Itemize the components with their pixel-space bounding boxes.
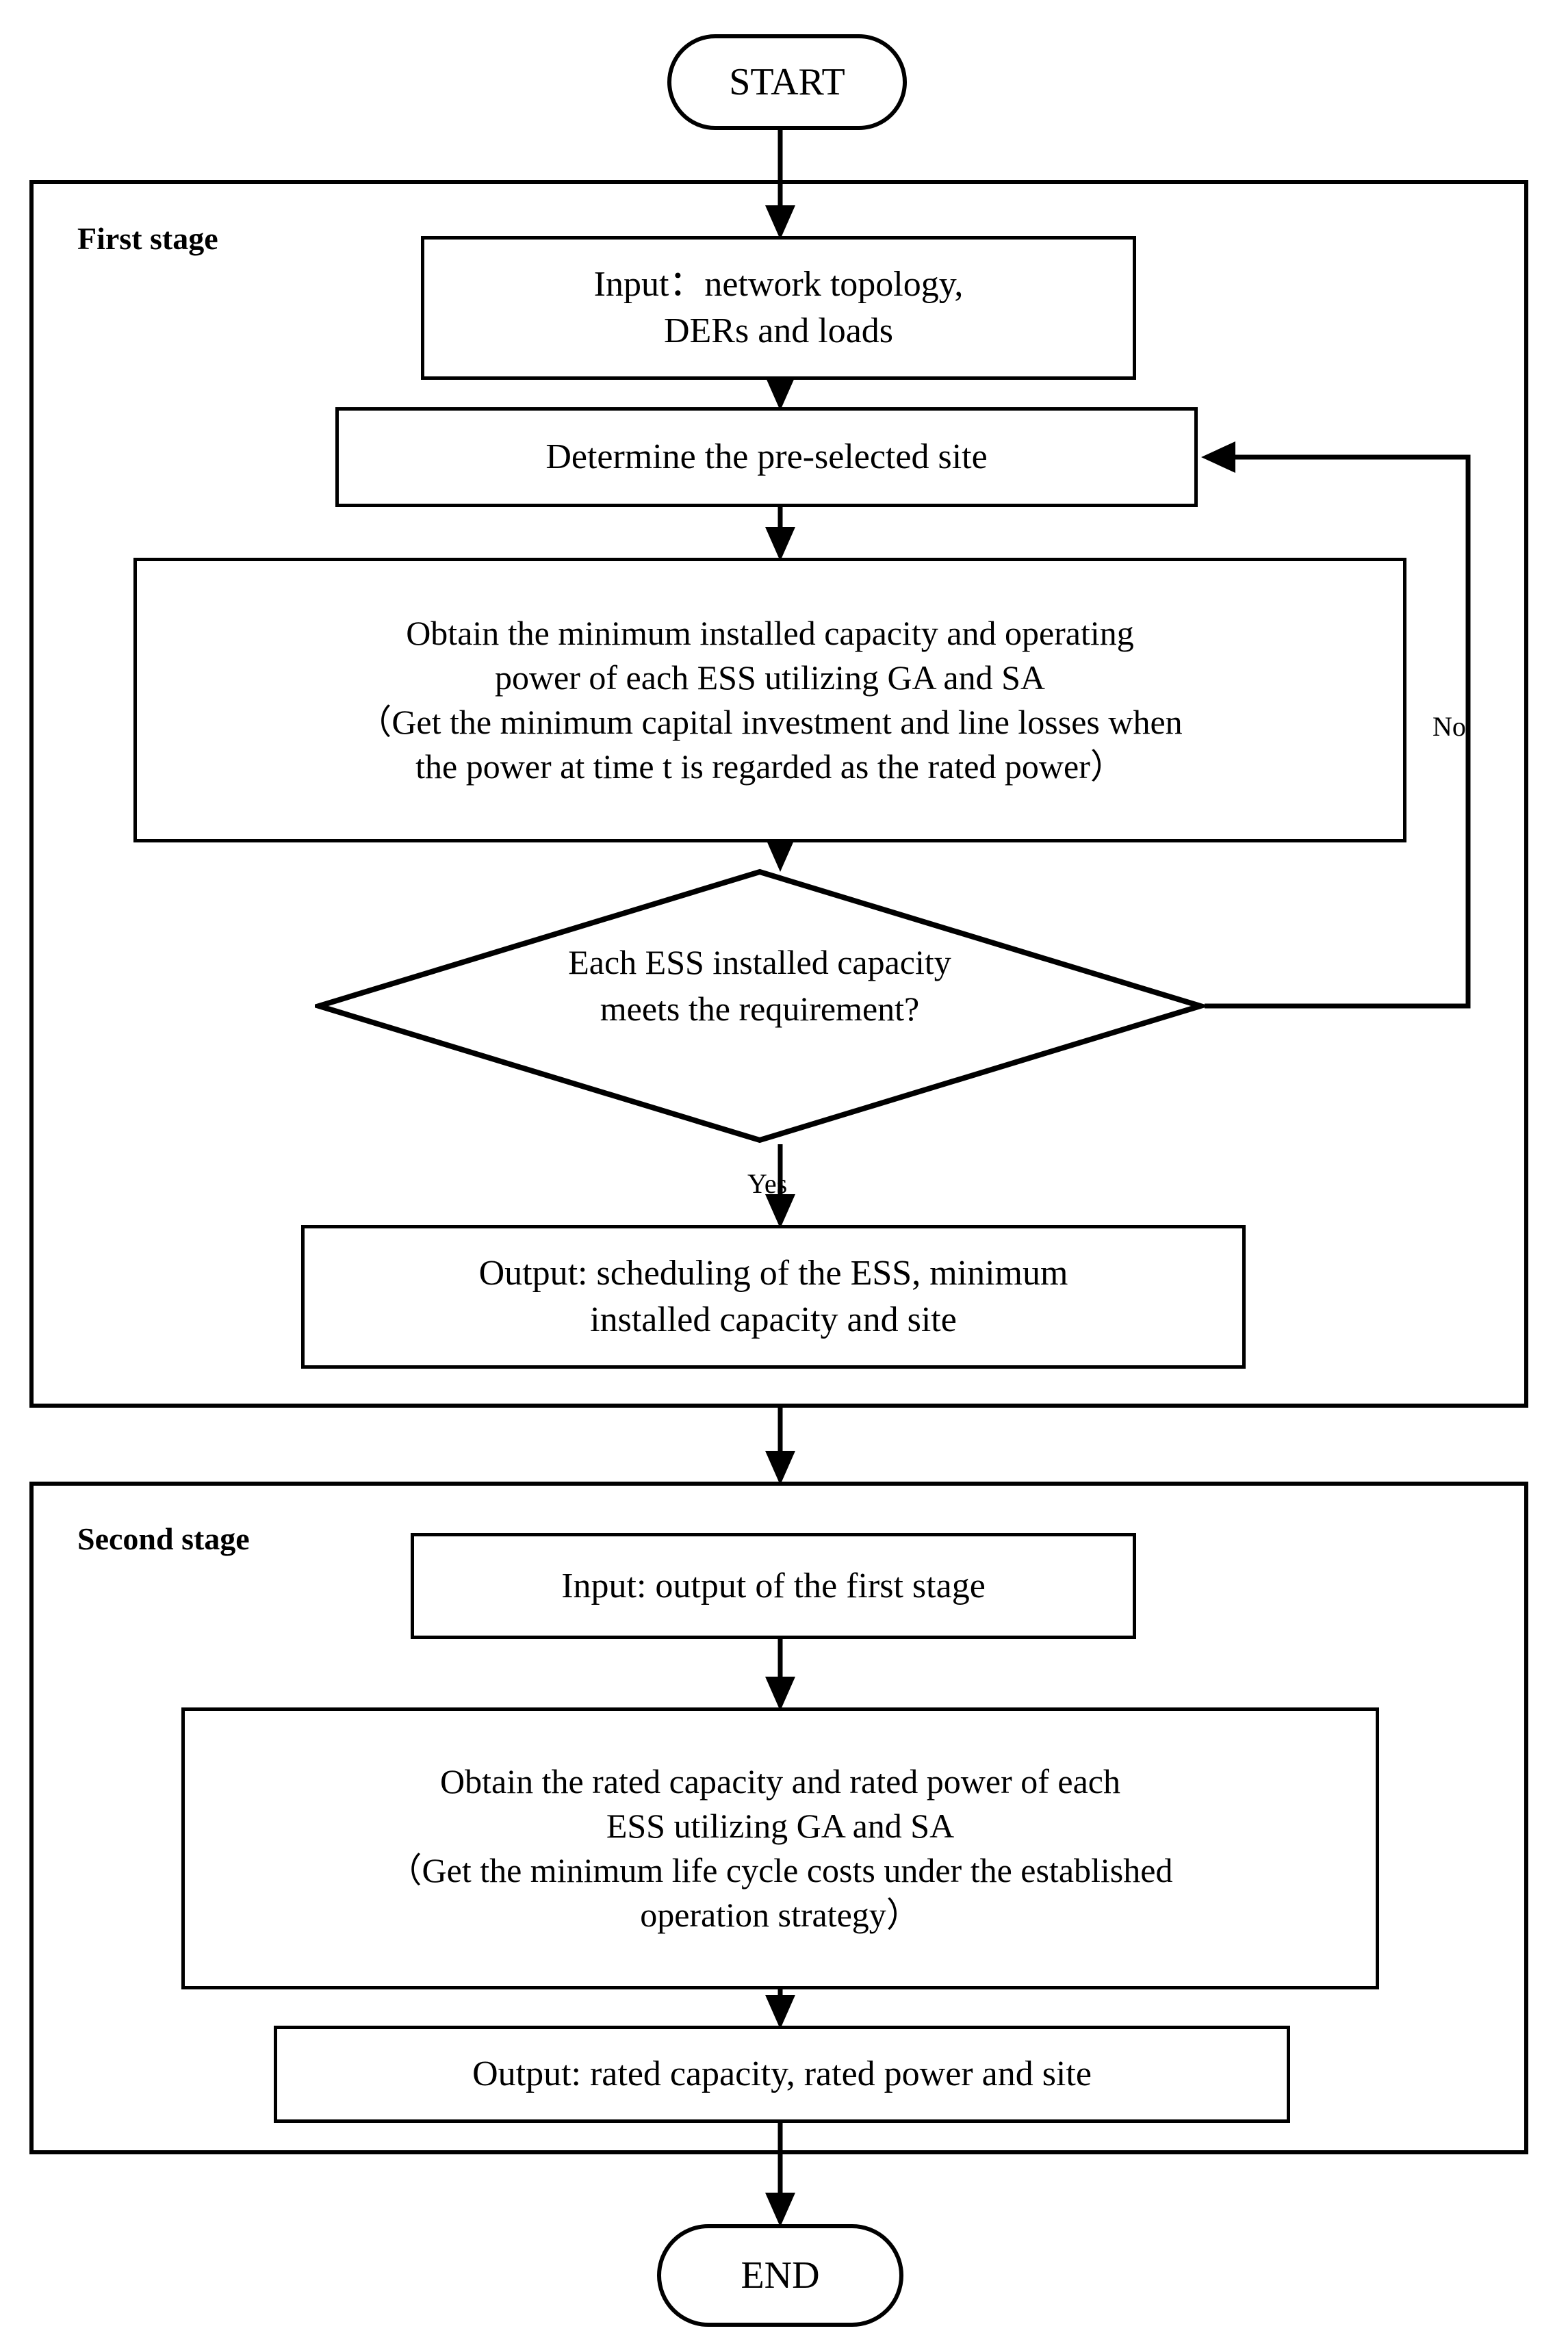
first-stage-output-box[interactable]: Output: scheduling of the ESS, minimum i… bbox=[301, 1225, 1246, 1369]
obtain-minimum-capacity-box[interactable]: Obtain the minimum installed capacity an… bbox=[133, 558, 1406, 842]
edge-stage1-to-stage2 bbox=[765, 1408, 795, 1485]
end-node-label: END bbox=[741, 2254, 820, 2297]
second-stage-input-label: Input: output of the first stage bbox=[561, 1566, 986, 1605]
first-stage-input-box[interactable]: Input：network topology, DERs and loads bbox=[421, 236, 1136, 380]
start-node[interactable]: START bbox=[667, 34, 907, 130]
second-stage-input-box[interactable]: Input: output of the first stage bbox=[411, 1533, 1136, 1639]
edge-label-no: No bbox=[1432, 711, 1466, 742]
second-stage-label: Second stage bbox=[77, 1521, 250, 1556]
second-stage-container bbox=[29, 1482, 1528, 2154]
decision-node-label: Each ESS installed capacity meets the re… bbox=[568, 943, 951, 1028]
first-stage-output-label: Output: scheduling of the ESS, minimum i… bbox=[478, 1254, 1068, 1339]
edge-label-yes: Yes bbox=[747, 1168, 788, 1199]
second-stage-output-box[interactable]: Output: rated capacity, rated power and … bbox=[274, 2026, 1290, 2123]
first-stage-label: First stage bbox=[77, 221, 218, 256]
end-node[interactable]: END bbox=[657, 2224, 903, 2327]
start-node-label: START bbox=[729, 60, 845, 103]
first-stage-input-label: Input：network topology, DERs and loads bbox=[593, 265, 964, 350]
obtain-rated-capacity-label: Obtain the rated capacity and rated powe… bbox=[387, 1762, 1173, 1934]
obtain-minimum-capacity-label: Obtain the minimum installed capacity an… bbox=[357, 614, 1183, 786]
second-stage-output-label: Output: rated capacity, rated power and … bbox=[472, 2054, 1092, 2094]
determine-pre-selected-site-label: Determine the pre-selected site bbox=[545, 437, 988, 477]
decision-node[interactable]: Each ESS installed capacity meets the re… bbox=[309, 868, 1210, 1144]
obtain-rated-capacity-box[interactable]: Obtain the rated capacity and rated powe… bbox=[181, 1707, 1379, 1989]
first-stage-container bbox=[29, 180, 1528, 1408]
decision-diamond-shape bbox=[309, 868, 1210, 1144]
determine-pre-selected-site-box[interactable]: Determine the pre-selected site bbox=[335, 407, 1198, 507]
